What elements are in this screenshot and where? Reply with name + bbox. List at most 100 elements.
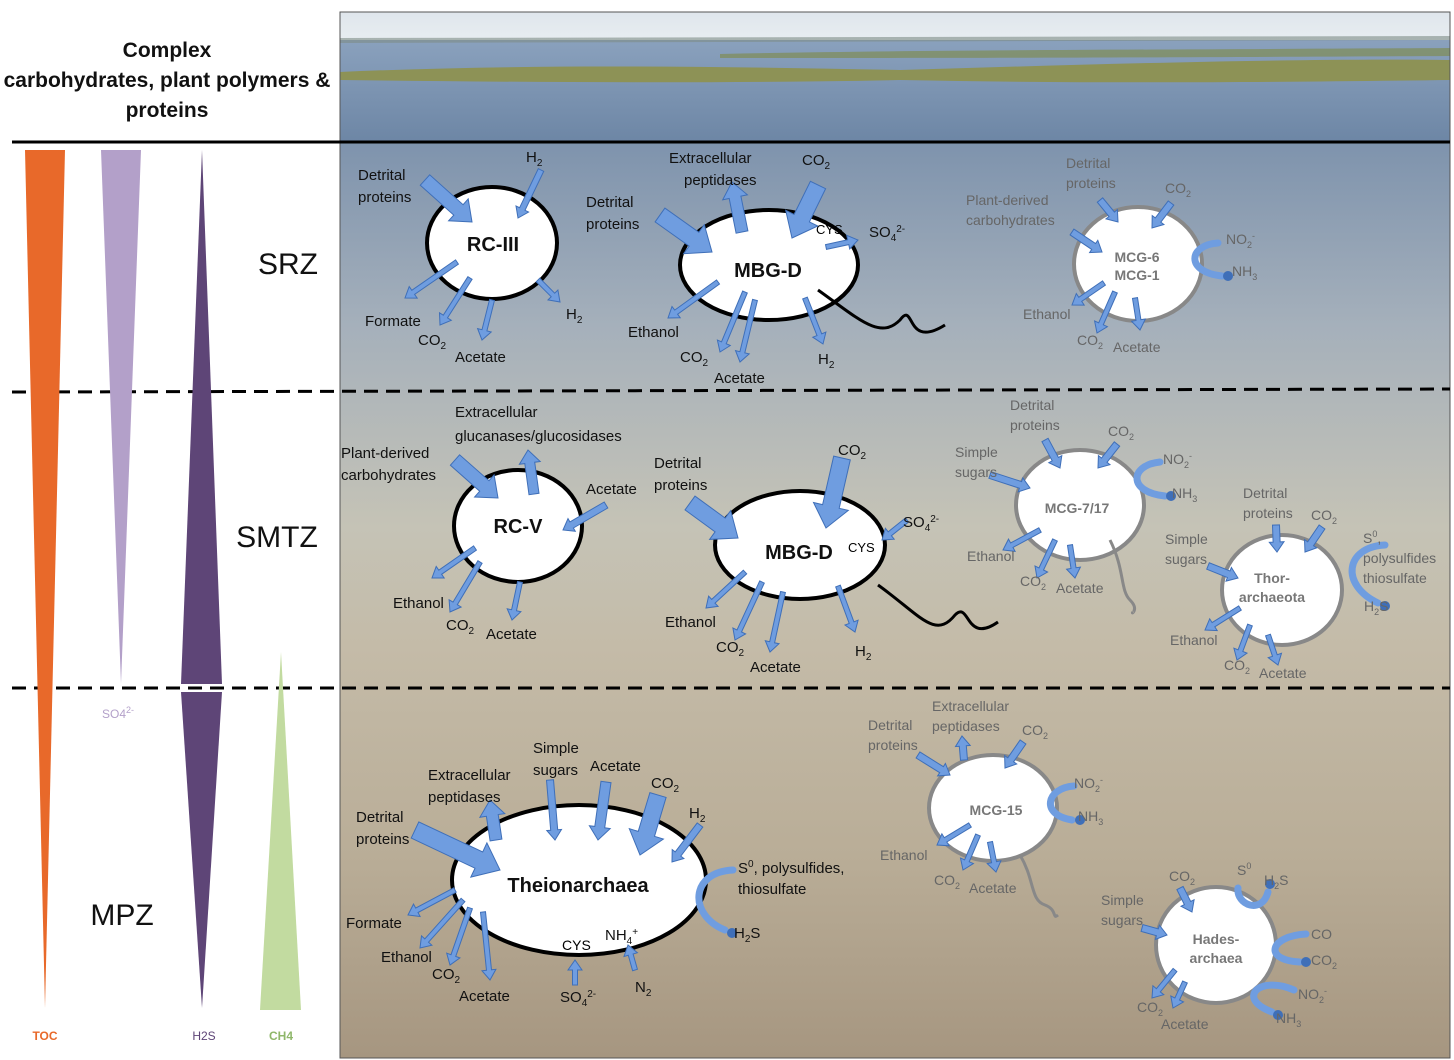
so4-gradient <box>101 150 141 684</box>
marsh-photo <box>340 12 1450 142</box>
svg-text:carbohydrates, plant polymers: carbohydrates, plant polymers & <box>4 69 331 92</box>
cell-rc-v: RC-V <box>452 468 584 584</box>
flux-arrow <box>419 897 466 949</box>
svg-text:MBG-D: MBG-D <box>734 260 802 282</box>
flux-arrow <box>1041 437 1063 469</box>
labels-mcg-6: Detrital proteins Plant-derived carbohyd… <box>966 155 1257 355</box>
svg-text:Acetate: Acetate <box>486 626 537 643</box>
svg-text:MCG-15: MCG-15 <box>970 802 1023 818</box>
svg-text:CO2: CO2 <box>1108 423 1134 442</box>
flux-arrow <box>1170 980 1188 1009</box>
flux-arrow <box>419 174 473 223</box>
svg-text:Thor-: Thor- <box>1254 570 1290 586</box>
ch4-label: CH4 <box>269 1029 293 1043</box>
svg-text:peptidases: peptidases <box>684 172 757 189</box>
labels-rc-v: Plant-derived carbohydrates Extracellula… <box>341 404 637 643</box>
flux-arrow <box>654 207 713 255</box>
svg-text:sugars: sugars <box>1165 551 1207 567</box>
svg-text:proteins: proteins <box>1010 417 1060 433</box>
flux-arrow <box>438 276 473 326</box>
labels-mcg-15: Detrital proteins Extracellular peptidas… <box>868 698 1103 896</box>
flux-arrow <box>734 298 759 363</box>
h2s-gradient-label: H2S <box>192 1029 215 1043</box>
svg-text:Acetate: Acetate <box>1161 1016 1209 1032</box>
flux-arrow <box>478 799 506 842</box>
svg-text:proteins: proteins <box>1066 175 1116 191</box>
labels-thorarchaeota: Detrital proteins CO2 Simple sugars S0, … <box>1165 485 1436 681</box>
svg-text:Ethanol: Ethanol <box>381 949 432 966</box>
svg-text:CO2: CO2 <box>1077 332 1103 351</box>
svg-text:CO2: CO2 <box>432 966 461 986</box>
svg-text:CO2: CO2 <box>1165 180 1191 199</box>
h2s-gradient-lower <box>181 692 222 1008</box>
curl-arrow <box>1234 884 1272 909</box>
flux-arrow <box>404 259 460 299</box>
svg-text:Extracellular: Extracellular <box>932 698 1009 714</box>
svg-text:Acetate: Acetate <box>750 659 801 676</box>
toc-label: TOC <box>32 1029 57 1043</box>
flux-arrow <box>764 590 786 653</box>
labels-mbg-d-srz: Detrital proteins Extracellular peptidas… <box>586 150 905 387</box>
flux-arrow <box>1140 923 1168 941</box>
curl-arrow-head <box>1166 491 1176 501</box>
svg-text:Complex: Complex <box>123 39 212 62</box>
flux-arrow <box>824 234 859 251</box>
flux-arrow <box>716 290 748 353</box>
flux-arrow <box>449 454 499 499</box>
flux-arrow <box>671 822 704 863</box>
svg-text:Extracellular: Extracellular <box>455 404 538 421</box>
curl-arrow-head <box>1265 879 1275 889</box>
curl-arrow <box>1348 541 1389 607</box>
curl-arrow <box>1250 981 1298 1016</box>
flux-arrow <box>506 580 523 621</box>
curl-arrow <box>695 866 737 934</box>
curl-arrow-head <box>727 928 737 938</box>
cell-thorarchaeota: Thor- archaeota <box>1220 533 1344 647</box>
flux-arrow <box>835 584 859 633</box>
svg-text:CYS: CYS <box>562 937 591 953</box>
svg-text:proteins: proteins <box>868 737 918 753</box>
flux-arrow <box>445 906 474 966</box>
flux-arrow <box>1071 280 1107 306</box>
flux-arrow <box>545 779 563 841</box>
flux-arrow <box>407 887 457 918</box>
flux-arrow <box>1204 605 1242 632</box>
svg-text:carbohydrates: carbohydrates <box>966 212 1055 228</box>
labels-theionarchaea: Detrital proteins Extracellular peptidas… <box>346 740 844 1009</box>
cell-mcg-6-mcg-1: MCG-6 MCG-1 <box>1072 205 1204 323</box>
svg-text:Theionarchaea: Theionarchaea <box>507 875 649 897</box>
flux-arrow <box>1097 441 1121 469</box>
curl-arrow-head <box>1380 601 1390 611</box>
svg-text:Acetate: Acetate <box>455 349 506 366</box>
flux-arrow <box>1206 562 1239 582</box>
svg-text:Plant-derived: Plant-derived <box>341 445 429 462</box>
cell-hadesarchaea: Hades- archaea <box>1154 885 1278 1005</box>
flagellum-mcg-15 <box>1018 854 1059 918</box>
flux-arrow <box>959 833 981 871</box>
flux-arrow <box>1233 623 1253 661</box>
flux-arrow <box>623 944 639 972</box>
flux-arrow <box>431 545 478 579</box>
svg-text:Detrital: Detrital <box>654 455 702 472</box>
svg-text:thiosulfate: thiosulfate <box>1363 570 1427 586</box>
svg-text:SO42-: SO42- <box>560 989 596 1009</box>
svg-text:Simple: Simple <box>1165 531 1208 547</box>
svg-text:H2S: H2S <box>1264 872 1288 891</box>
svg-text:Ethanol: Ethanol <box>1023 306 1070 322</box>
header-title: Complex carbohydrates, plant polymers & … <box>4 39 331 122</box>
svg-text:MCG-6: MCG-6 <box>1114 249 1159 265</box>
toc-gradient <box>25 150 65 1008</box>
srz-smtz-boundary <box>11 387 1451 394</box>
flux-arrow <box>881 517 910 541</box>
flux-arrow <box>567 959 583 986</box>
svg-text:RC-III: RC-III <box>467 234 519 256</box>
svg-text:carbohydrates: carbohydrates <box>341 467 436 484</box>
curl-arrow-head <box>1273 1010 1283 1020</box>
svg-text:CO2: CO2 <box>1224 657 1250 676</box>
flux-arrow <box>988 471 1031 493</box>
so4-gradient-label: SO42- <box>102 705 134 721</box>
flux-arrow <box>1034 538 1058 579</box>
curl-arrow <box>1271 930 1310 966</box>
flux-arrows <box>404 168 1326 1009</box>
svg-text:Formate: Formate <box>346 915 402 932</box>
